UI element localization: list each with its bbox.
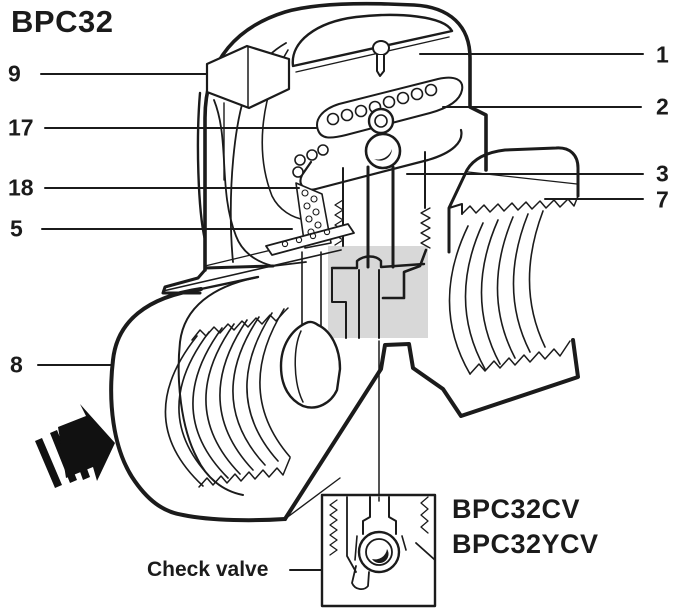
callout-part-17: 17 [8,114,34,141]
seat-flange [265,223,355,256]
check-valve-caption: Check valve [147,558,269,581]
page-title: BPC32 [11,4,114,39]
outlet-port [447,146,580,375]
valve-seat [330,248,428,339]
inlet-port [109,275,342,523]
check-valve-inset [320,493,437,608]
callout-part-9: 9 [8,60,21,87]
flow-arrow-icon [35,404,115,488]
callout-part-5: 5 [10,215,23,242]
leader-lines [37,53,644,571]
variant-label-ycv: BPC32YCV [452,529,599,559]
callout-part-2: 2 [656,93,669,120]
thermostat-element [292,76,464,191]
vent-screw [372,40,390,77]
variant-label-cv: BPC32CV [452,494,581,524]
callout-part-18: 18 [8,174,34,201]
callout-part-1: 1 [656,41,669,68]
body-bottom [283,338,580,521]
callout-part-3: 3 [656,160,669,187]
callout-part-7: 7 [656,186,669,213]
valve-stem [364,132,402,269]
callout-part-8: 8 [10,351,23,378]
hex-plug [196,44,291,242]
